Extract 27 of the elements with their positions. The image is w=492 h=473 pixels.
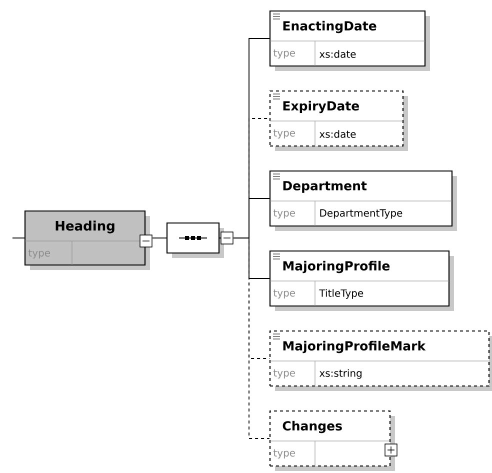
element-box bbox=[269, 250, 454, 311]
element-name: EnactingDate bbox=[283, 20, 376, 34]
element-box bbox=[269, 170, 457, 231]
type-label: type bbox=[273, 209, 296, 219]
element-box bbox=[24, 210, 152, 270]
connector-line bbox=[233, 238, 270, 439]
element-box bbox=[269, 10, 430, 71]
element-box bbox=[269, 90, 408, 151]
element-name: MajoringProfile bbox=[283, 260, 390, 274]
type-value: DepartmentType bbox=[320, 209, 402, 219]
element-name: MajoringProfileMark bbox=[283, 340, 426, 354]
type-value: xs:date bbox=[319, 50, 356, 58]
type-value: xs:date bbox=[319, 130, 356, 138]
type-label: type bbox=[273, 449, 296, 459]
type-label: type bbox=[273, 129, 296, 139]
type-value: xs:string bbox=[319, 369, 362, 379]
sequence-compositor bbox=[166, 222, 234, 258]
type-label: type bbox=[273, 49, 296, 59]
element-name: ExpiryDate bbox=[283, 100, 359, 114]
element-name: Changes bbox=[282, 420, 342, 434]
element-box bbox=[269, 330, 492, 391]
type-label: type bbox=[273, 369, 296, 379]
type-label: type bbox=[273, 289, 296, 299]
element-name: Heading bbox=[56, 220, 114, 234]
element-name: Department bbox=[283, 181, 367, 193]
element-box bbox=[269, 410, 395, 471]
type-value: TitleType bbox=[319, 289, 364, 299]
